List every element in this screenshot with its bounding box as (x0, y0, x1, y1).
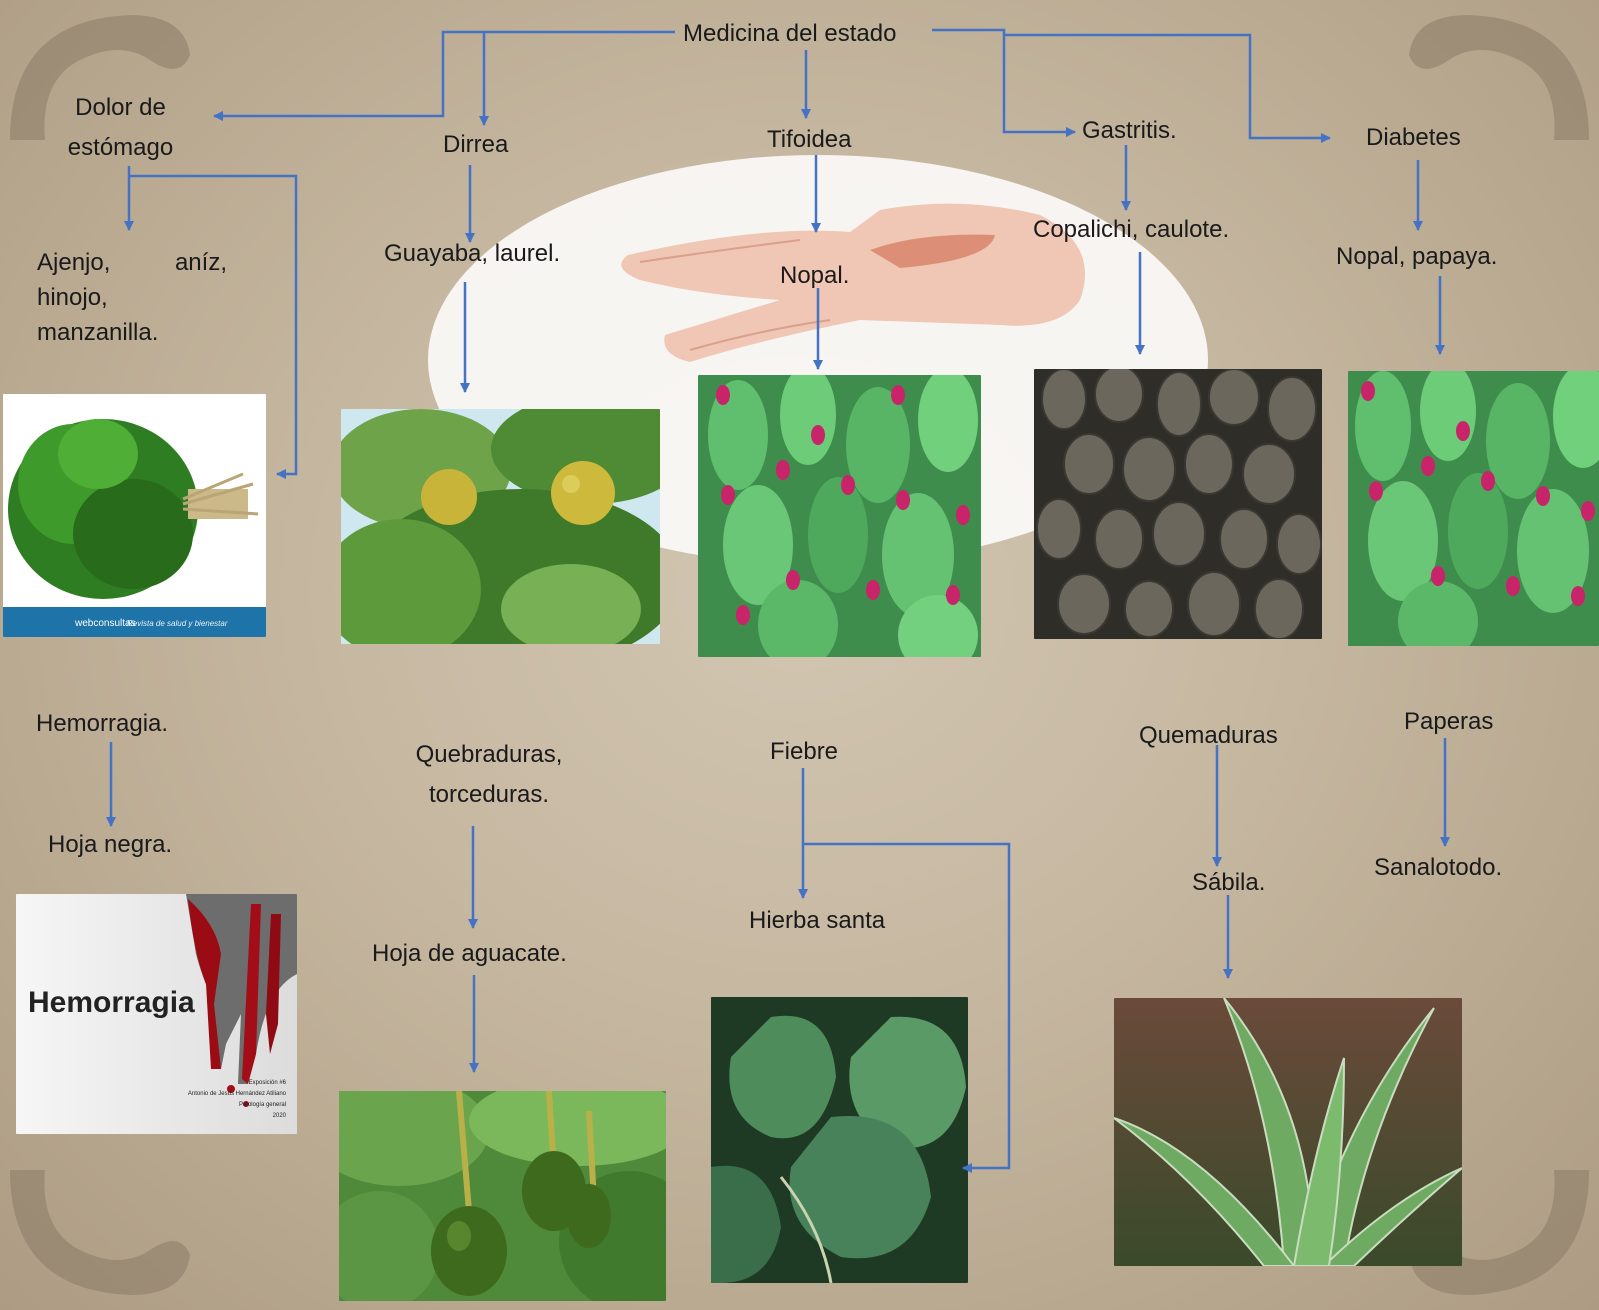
remedy-quemaduras: Sábila. (1192, 863, 1265, 903)
illness-tifoidea: Tifoidea (767, 120, 852, 160)
remedy-diabetes: Nopal, papaya. (1336, 237, 1497, 277)
arrow-root-dolor (214, 32, 675, 116)
remedy-gastritis: Copalichi, caulote. (1033, 210, 1229, 250)
illness-gastritis: Gastritis. (1082, 111, 1177, 151)
arrow-fiebre-photo (803, 844, 1009, 1168)
illness-fiebre: Fiebre (770, 732, 838, 772)
remedy-quebraduras: Hoja de aguacate. (372, 934, 567, 974)
illness-dolor: Dolor de estómago (58, 88, 183, 168)
remedy-paperas: Sanalotodo. (1374, 848, 1502, 888)
illness-quebraduras: Quebraduras, torceduras. (400, 735, 578, 815)
remedy-tifoidea: Nopal. (780, 256, 849, 296)
remedy-hemorragia: Hoja negra. (48, 825, 172, 865)
illness-quemaduras: Quemaduras (1139, 716, 1278, 756)
illness-hemorragia: Hemorragia. (36, 704, 168, 744)
remedy-dirrea: Guayaba, laurel. (384, 234, 560, 274)
arrow-root-gastritis (932, 30, 1075, 132)
remedy-fiebre: Hierba santa (749, 901, 885, 941)
illness-paperas: Paperas (1404, 702, 1493, 742)
illness-diabetes: Diabetes (1366, 118, 1461, 158)
illness-dirrea: Dirrea (443, 125, 508, 165)
root-title: Medicina del estado (683, 14, 896, 54)
remedy-dolor: Ajenjo, aníz, hinojo, manzanilla. (37, 245, 227, 350)
